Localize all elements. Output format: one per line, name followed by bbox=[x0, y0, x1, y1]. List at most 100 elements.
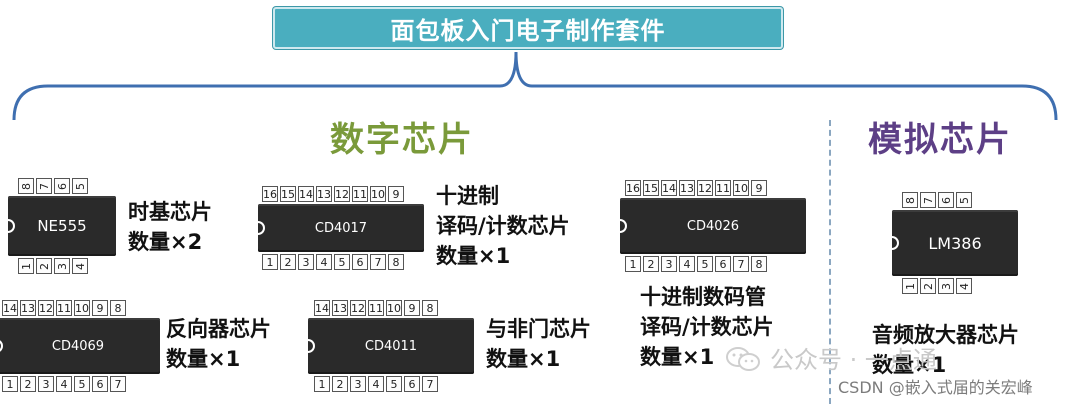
pin: 4 bbox=[956, 278, 972, 294]
chip-notch bbox=[0, 339, 3, 353]
desc-line: 数量×1 bbox=[486, 347, 561, 371]
desc-line: 十进制 bbox=[436, 184, 499, 208]
pin: 12 bbox=[334, 186, 350, 202]
pin: 14 bbox=[2, 300, 18, 316]
bottom-pin-row: 1 2 3 4 5 6 7 bbox=[2, 376, 126, 392]
pin: 4 bbox=[679, 256, 695, 272]
desc-line: 数量×1 bbox=[640, 345, 715, 369]
pin: 3 bbox=[938, 278, 954, 294]
pin: 5 bbox=[386, 376, 402, 392]
pin: 2 bbox=[20, 376, 36, 392]
pin: 2 bbox=[36, 258, 52, 274]
pin: 9 bbox=[92, 300, 108, 316]
pin: 1 bbox=[18, 258, 34, 274]
pin: 2 bbox=[643, 256, 659, 272]
pin: 8 bbox=[110, 300, 126, 316]
desc-line: 译码/计数芯片 bbox=[640, 315, 774, 339]
pin: 8 bbox=[422, 300, 438, 316]
chip-body: CD4069 bbox=[0, 318, 160, 374]
pin: 9 bbox=[404, 300, 420, 316]
pin: 5 bbox=[334, 254, 350, 270]
pin: 10 bbox=[733, 180, 749, 196]
top-pin-row: 14 13 12 11 10 9 8 bbox=[2, 300, 126, 316]
desc-line: 译码/计数芯片 bbox=[436, 214, 570, 238]
pin: 10 bbox=[386, 300, 402, 316]
section-divider bbox=[829, 120, 831, 404]
pin: 3 bbox=[661, 256, 677, 272]
bottom-pin-row: 1 2 3 4 bbox=[902, 278, 972, 294]
chip-notch bbox=[890, 236, 899, 250]
pin: 7 bbox=[920, 192, 936, 208]
chip-notch bbox=[256, 221, 265, 235]
pin: 8 bbox=[902, 192, 918, 208]
desc-line: 与非门芯片 bbox=[486, 317, 591, 341]
pin: 12 bbox=[697, 180, 713, 196]
pin: 9 bbox=[751, 180, 767, 196]
chip-description-cd4069: 反向器芯片 数量×1 bbox=[166, 314, 271, 374]
pin: 13 bbox=[332, 300, 348, 316]
pin: 5 bbox=[72, 178, 88, 194]
pin: 8 bbox=[751, 256, 767, 272]
pin: 11 bbox=[715, 180, 731, 196]
chip-description-cd4017: 十进制 译码/计数芯片 数量×1 bbox=[436, 181, 570, 271]
pin: 1 bbox=[902, 278, 918, 294]
chip-label: CD4017 bbox=[314, 220, 368, 236]
desc-line: 数量×2 bbox=[128, 230, 203, 254]
bottom-pin-row: 1 2 3 4 5 6 7 bbox=[314, 376, 438, 392]
pin: 6 bbox=[938, 192, 954, 208]
pin: 15 bbox=[643, 180, 659, 196]
analog-section-title: 模拟芯片 bbox=[868, 120, 1012, 160]
chip-notch bbox=[6, 219, 15, 233]
pin: 13 bbox=[20, 300, 36, 316]
pin: 12 bbox=[38, 300, 54, 316]
chip-description-lm386: 音频放大器芯片 数量×1 bbox=[872, 320, 1019, 380]
pin: 5 bbox=[697, 256, 713, 272]
pin: 4 bbox=[368, 376, 384, 392]
desc-line: 音频放大器芯片 bbox=[872, 323, 1019, 347]
bottom-pin-row: 1 2 3 4 bbox=[18, 258, 88, 274]
pin: 2 bbox=[920, 278, 936, 294]
pin: 16 bbox=[262, 186, 278, 202]
pin: 9 bbox=[388, 186, 404, 202]
bottom-pin-row: 1 2 3 4 5 6 7 8 bbox=[262, 254, 404, 270]
pin: 13 bbox=[679, 180, 695, 196]
chip-body: CD4011 bbox=[306, 318, 474, 374]
chip-description-ne555: 时基芯片 数量×2 bbox=[128, 197, 212, 257]
pin: 1 bbox=[2, 376, 18, 392]
chip-description-cd4026: 十进制数码管 译码/计数芯片 数量×1 bbox=[640, 282, 774, 372]
pin: 1 bbox=[314, 376, 330, 392]
pin: 3 bbox=[350, 376, 366, 392]
chip-label: LM386 bbox=[928, 233, 982, 253]
pin: 13 bbox=[316, 186, 332, 202]
top-pin-row: 8 7 6 5 bbox=[902, 192, 972, 208]
chip-body: CD4017 bbox=[256, 204, 424, 252]
wechat-watermark: 公众号 · 一点通 bbox=[770, 346, 937, 374]
chip-description-cd4011: 与非门芯片 数量×1 bbox=[486, 314, 591, 374]
chip-notch bbox=[306, 339, 315, 353]
pin: 1 bbox=[262, 254, 278, 270]
pin: 6 bbox=[92, 376, 108, 392]
pin: 7 bbox=[370, 254, 386, 270]
top-pin-row: 14 13 12 11 10 9 8 bbox=[314, 300, 438, 316]
pin: 10 bbox=[370, 186, 386, 202]
pin: 4 bbox=[56, 376, 72, 392]
pin: 12 bbox=[350, 300, 366, 316]
pin: 5 bbox=[956, 192, 972, 208]
pin: 11 bbox=[56, 300, 72, 316]
pin: 11 bbox=[368, 300, 384, 316]
pin: 6 bbox=[54, 178, 70, 194]
pin: 7 bbox=[110, 376, 126, 392]
wechat-icon bbox=[726, 347, 760, 371]
desc-line: 数量×1 bbox=[166, 347, 241, 371]
desc-line: 数量×1 bbox=[872, 353, 947, 377]
pin: 10 bbox=[74, 300, 90, 316]
chip-notch bbox=[618, 219, 627, 233]
pin: 14 bbox=[661, 180, 677, 196]
desc-line: 反向器芯片 bbox=[166, 317, 271, 341]
pin: 2 bbox=[332, 376, 348, 392]
pin: 7 bbox=[733, 256, 749, 272]
chip-body: NE555 bbox=[6, 196, 116, 256]
pin: 5 bbox=[74, 376, 90, 392]
chip-label: CD4011 bbox=[364, 338, 418, 354]
